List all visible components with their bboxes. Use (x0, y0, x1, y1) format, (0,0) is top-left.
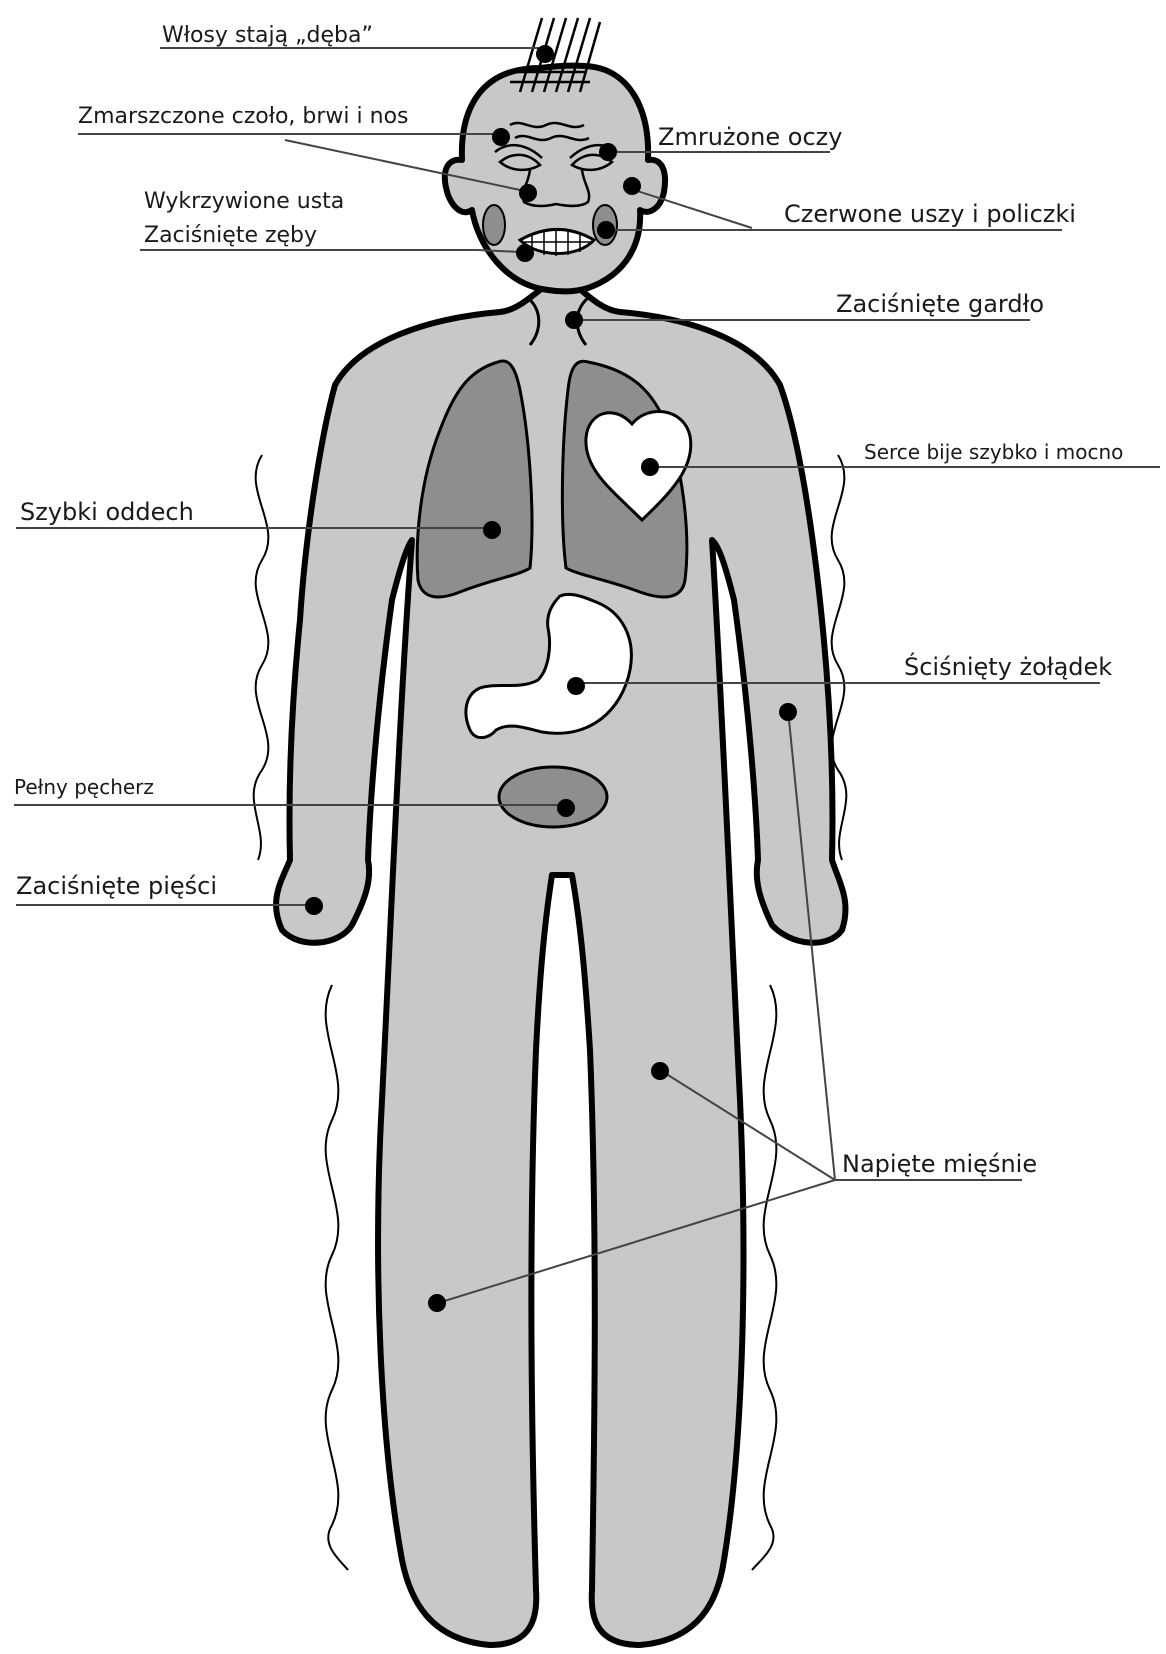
dot-calf (428, 1294, 446, 1312)
dot-eye (599, 143, 617, 161)
dot-thigh (651, 1062, 669, 1080)
label-fists: Zaciśnięte pięści (16, 872, 217, 900)
dot-throat (565, 311, 583, 329)
dot-hair (536, 45, 554, 63)
dot-cheek (597, 221, 615, 239)
label-bladder: Pełny pęcherz (14, 775, 154, 799)
leader-hair (160, 48, 538, 54)
left-cheek-icon (483, 205, 505, 245)
label-throat: Zaciśnięte gardło (836, 290, 1044, 318)
label-forehead: Zmarszczone czoło, brwi i nos (78, 104, 409, 129)
label-breath: Szybki oddech (20, 498, 194, 526)
dot-fist (305, 897, 323, 915)
dot-heart (641, 458, 659, 476)
bladder-icon (499, 767, 607, 827)
dot-bladder (557, 799, 575, 817)
human-body-outline-icon (276, 278, 845, 1645)
tremor-wave-right-lower (752, 985, 776, 1570)
dot-nose (519, 184, 537, 202)
label-stomach: Ściśnięty żołądek (904, 651, 1112, 681)
tremor-wave-left-upper (254, 455, 269, 860)
dot-forehead (492, 128, 510, 146)
label-muscles: Napięte mięśnie (842, 1150, 1037, 1178)
dot-ear (623, 177, 641, 195)
dot-stomach (567, 677, 585, 695)
dot-mouth (516, 244, 534, 262)
dot-arm (779, 703, 797, 721)
label-eyes: Zmrużone oczy (658, 123, 842, 151)
label-ears: Czerwone uszy i policzki (784, 200, 1076, 228)
label-hair: Włosy stają „dęba” (162, 23, 373, 48)
dot-breath (483, 521, 501, 539)
tremor-wave-left-lower (326, 985, 348, 1570)
hair-lines-icon (508, 18, 600, 92)
leader-teeth (140, 250, 520, 252)
label-teeth: Zaciśnięte zęby (144, 223, 317, 248)
label-heart: Serce bije szybko i mocno (864, 440, 1123, 464)
label-mouth: Wykrzywione usta (144, 189, 344, 214)
